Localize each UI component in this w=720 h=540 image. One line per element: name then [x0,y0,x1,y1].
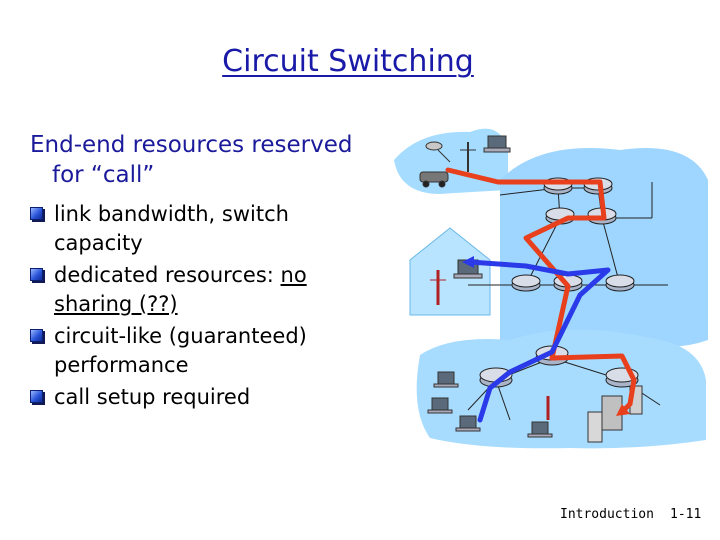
bullet-box-icon [30,390,43,403]
car-icon [419,171,449,188]
bullet-text: link bandwidth, switch capacity [54,202,289,255]
router-icon [511,274,541,292]
laptop-icon [483,135,511,153]
network-diagram [394,128,708,449]
bullet-box-icon [30,329,43,342]
arrow-head-red [616,404,630,416]
cell-tower-icon [430,270,446,305]
bullet-text: dedicated resources: [54,263,281,287]
bullet-text: call setup required [54,385,251,409]
lead-text: End-end resources reserved for “call” [30,132,353,188]
circuit-path-blue [467,259,611,423]
footer-section: Introduction [560,507,654,522]
server-icon [587,395,623,443]
bullet-item: call setup required [30,383,370,412]
bullet-text-underlined: no sharing (??) [54,263,307,316]
bullet-box-icon [30,207,43,220]
laptop-icon [433,371,459,388]
laptop-icon [455,415,481,432]
satellite-icon [425,141,451,163]
bullet-item: link bandwidth, switch capacity [30,200,370,258]
bullet-text: circuit-like (guaranteed) performance [54,324,307,377]
bullet-box-icon [30,268,43,281]
cell-tower-icon [460,142,476,172]
laptop-icon [427,397,453,414]
footer-page-number: 1-11 [670,507,702,522]
hosts [419,135,643,443]
network-cloud-bottom [416,329,706,449]
bullet-item: circuit-like (guaranteed) performance [30,322,370,380]
bullet-item: dedicated resources: no sharing (??) [30,261,370,319]
slide-body: End-end resources reserved for “call” li… [30,130,370,415]
bullet-list: link bandwidth, switch capacity dedicate… [30,200,370,412]
arrow-head-blue [462,256,474,268]
network-cloud-core [500,148,708,347]
laptop-icon [527,421,553,438]
house-icon [409,227,491,316]
circuit-path-red [445,167,637,415]
slide-title: Circuit Switching [222,44,474,79]
router-icon [605,274,635,292]
